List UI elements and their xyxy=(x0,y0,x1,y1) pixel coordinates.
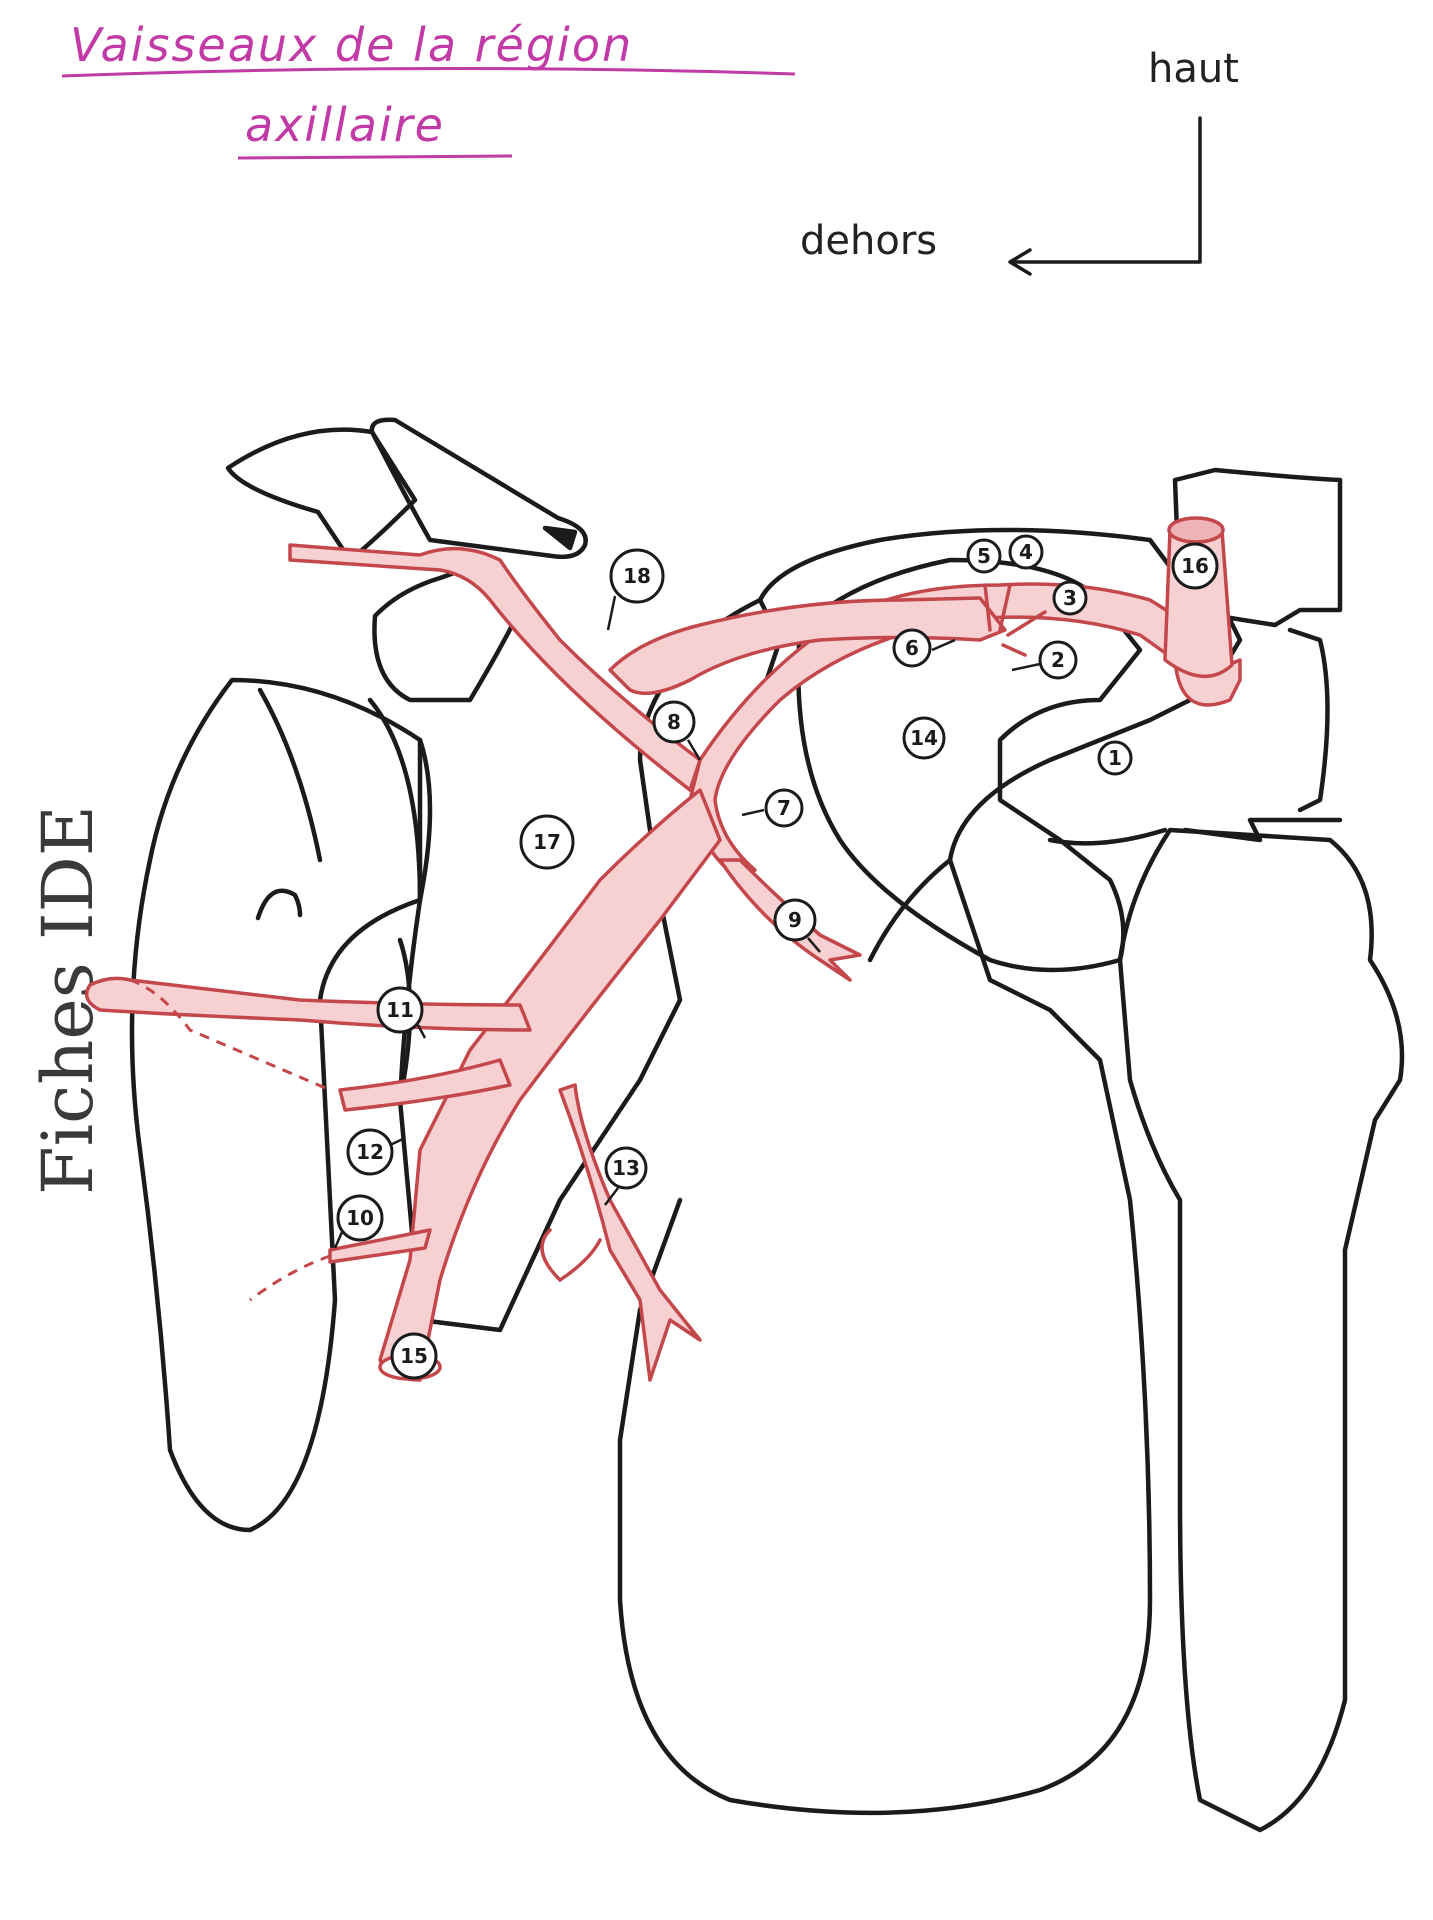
marker-16: 16 xyxy=(1173,544,1217,588)
svg-text:11: 11 xyxy=(386,998,414,1022)
svg-text:5: 5 xyxy=(977,544,991,568)
svg-text:9: 9 xyxy=(788,908,802,932)
branch-13 xyxy=(560,1085,700,1380)
svg-text:10: 10 xyxy=(346,1206,374,1230)
svg-text:1: 1 xyxy=(1108,746,1122,770)
svg-text:4: 4 xyxy=(1019,540,1033,564)
marker-15: 15 xyxy=(392,1334,436,1378)
clavicle-outline xyxy=(228,430,415,560)
marker-4: 4 xyxy=(1010,536,1042,568)
orientation-arrow-icon xyxy=(1010,118,1200,274)
number-markers: 1 2 3 4 5 6 7 8 9 10 11 12 13 14 15 16 1… xyxy=(335,536,1217,1378)
branch-11 xyxy=(87,978,530,1030)
svg-text:12: 12 xyxy=(356,1140,384,1164)
svg-text:6: 6 xyxy=(905,636,919,660)
svg-text:7: 7 xyxy=(777,796,791,820)
marker-14: 14 xyxy=(904,718,944,758)
marker-5: 5 xyxy=(968,540,1000,572)
sternum-outline xyxy=(1120,830,1402,1830)
svg-text:13: 13 xyxy=(612,1156,640,1180)
marker-13: 13 xyxy=(605,1148,646,1205)
svg-text:15: 15 xyxy=(400,1344,428,1368)
svg-text:3: 3 xyxy=(1063,586,1077,610)
marker-18: 18 xyxy=(608,550,663,630)
svg-text:8: 8 xyxy=(667,710,681,734)
marker-3: 3 xyxy=(1054,582,1086,614)
marker-11: 11 xyxy=(378,988,425,1038)
svg-text:18: 18 xyxy=(623,564,651,588)
marker-1: 1 xyxy=(1099,742,1131,774)
marker-12: 12 xyxy=(348,1130,405,1174)
title-underlines xyxy=(62,68,795,158)
svg-text:17: 17 xyxy=(533,830,561,854)
svg-text:2: 2 xyxy=(1051,648,1065,672)
marker-2: 2 xyxy=(1012,642,1076,678)
marker-7: 7 xyxy=(742,790,802,826)
svg-text:14: 14 xyxy=(910,726,938,750)
svg-text:16: 16 xyxy=(1181,554,1209,578)
marker-17: 17 xyxy=(521,816,573,868)
